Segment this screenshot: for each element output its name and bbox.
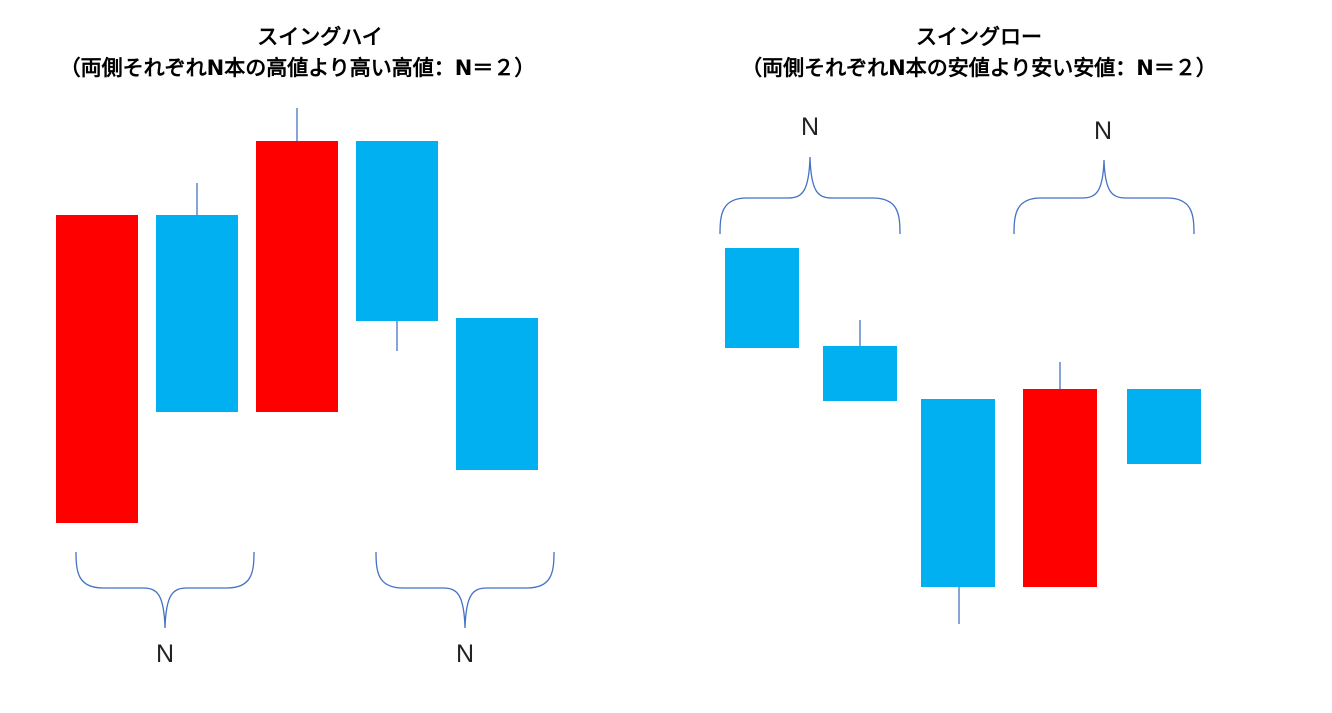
candle-blue [356, 141, 438, 321]
swing-high-title-text: スイングハイ [257, 25, 383, 49]
swing-low-subtitle: （両側それぞれN本の安値より安い安値：N＝２） [741, 56, 1217, 80]
candle-blue [823, 346, 897, 401]
n-label: N [156, 640, 174, 668]
swing-low-brackets [719, 156, 1195, 235]
candle-blue [921, 399, 995, 587]
swing-low-candles [725, 248, 1201, 624]
swing-high-subtitle: （両側それぞれN本の高値より高い高値：N＝２） [59, 56, 536, 80]
candle-red [56, 215, 138, 523]
swing-high-panel: スイングハイ （両側それぞれN本の高値より高い高値：N＝２） [0, 0, 640, 713]
candle-red [256, 141, 338, 412]
candle-blue [156, 215, 238, 412]
swing-low-title: スイングロー （両側それぞれN本の安値より安い安値：N＝２） [640, 22, 1332, 84]
candle-blue [1127, 389, 1201, 464]
n-label: N [801, 113, 819, 141]
brace-right [1013, 159, 1195, 235]
n-label: N [456, 640, 474, 668]
swing-high-brackets [75, 551, 555, 629]
brace-right [375, 551, 555, 629]
swing-low-panel: スイングロー （両側それぞれN本の安値より安い安値：N＝２） [640, 0, 1332, 713]
brace-left [75, 551, 255, 629]
candle-blue [725, 248, 799, 348]
candle-red [1023, 389, 1097, 587]
candle-blue [456, 318, 538, 470]
n-label: N [1094, 117, 1112, 145]
brace-left [719, 156, 901, 235]
swing-high-title: スイングハイ （両側それぞれN本の高値より高い高値：N＝２） [0, 22, 640, 84]
swing-low-title-text: スイングロー [916, 25, 1042, 49]
swing-high-candles [56, 108, 538, 523]
